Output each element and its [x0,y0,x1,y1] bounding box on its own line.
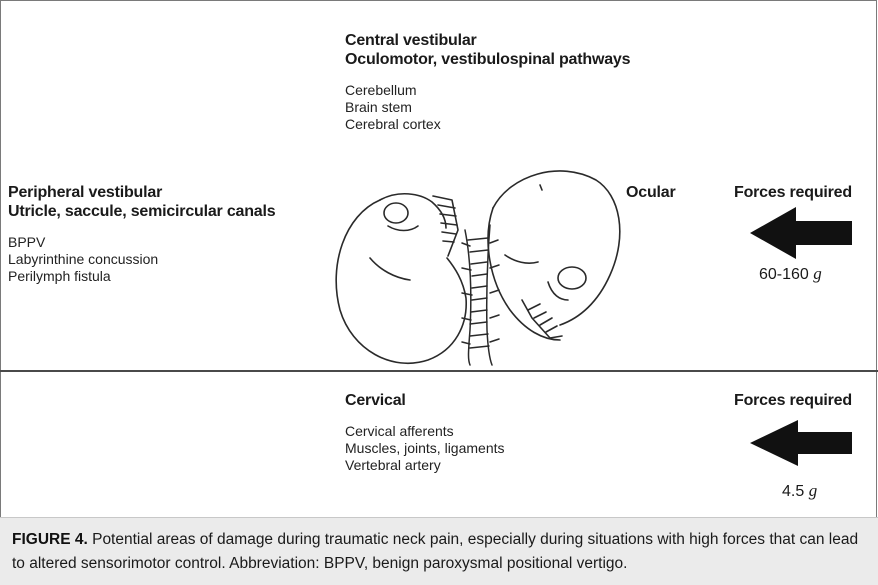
upper-left-arrow-icon [750,207,852,259]
caption-body: Potential areas of damage during traumat… [12,531,858,572]
right-skull-drawing [488,171,620,340]
lower-left-arrow-icon [750,420,852,466]
figure-illustration [0,0,878,517]
cervical-spine-drawing [462,225,499,365]
left-skull-drawing [336,194,466,364]
figure-caption: FIGURE 4. Potential areas of damage duri… [12,528,872,576]
caption-label: FIGURE 4. [12,531,88,548]
